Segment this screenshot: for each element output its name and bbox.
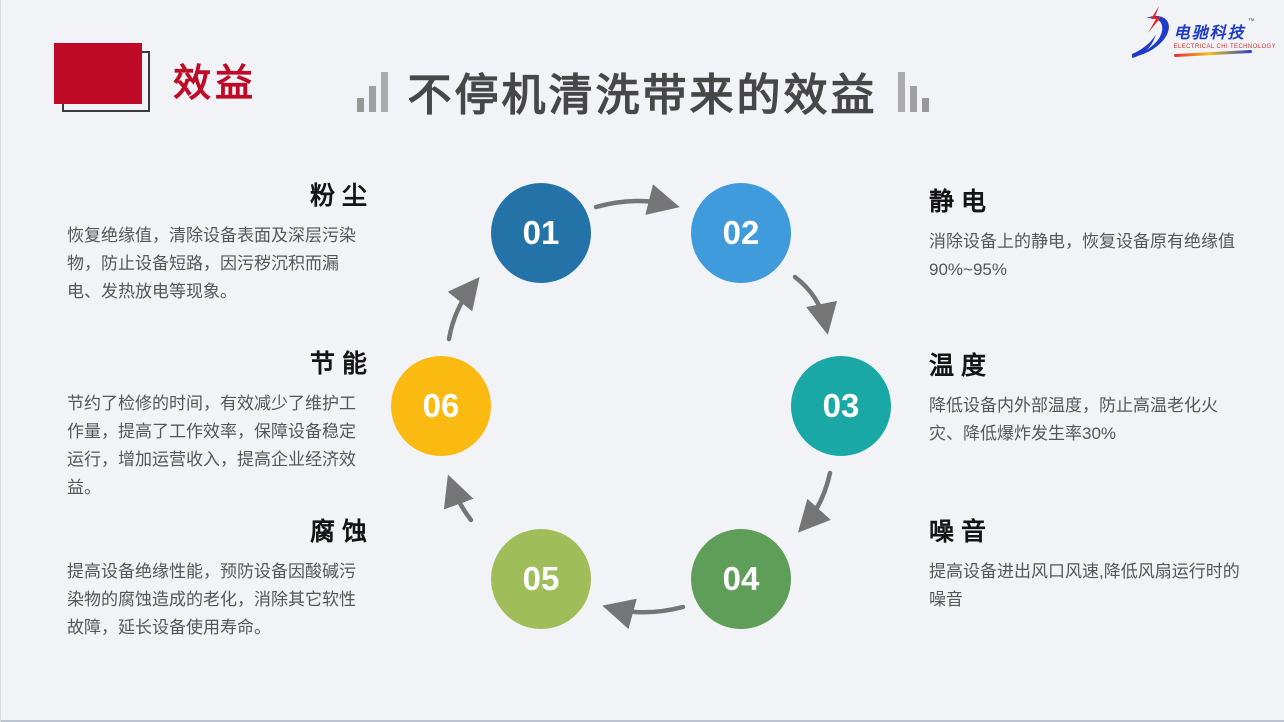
- section-dust-heading: 粉尘: [309, 182, 374, 210]
- section-temperature: 温度 降低设备内外部温度，防止高温老化火灾、降低爆炸发生率30%: [929, 346, 1241, 448]
- section-static-body: 消除设备上的静电，恢复设备原有绝缘值90%~95%: [929, 232, 1235, 279]
- arrow-05-06: [443, 474, 474, 523]
- title-bars-left-icon: [356, 72, 388, 120]
- company-logo: 电驰科技 ™ ELECTRICAL CHI TECHNOLOGY: [1128, 4, 1276, 62]
- title-bars-right-icon: [897, 72, 929, 120]
- arrow-03-04: [797, 470, 833, 533]
- title-row: 不停机清洗带来的效益: [1, 71, 1284, 120]
- slide-bottom-edge: [1, 720, 1284, 722]
- section-noise-heading: 噪音: [929, 518, 994, 546]
- slide-tag-label: 效益: [173, 63, 258, 105]
- section-dust-body: 恢复绝缘值，清除设备表面及深层污染物，防止设备短路，因污秽沉积而漏电、发热放电等…: [67, 226, 356, 301]
- section-corrosion-heading: 腐蚀: [309, 518, 374, 546]
- section-energy-heading: 节能: [309, 350, 374, 378]
- section-energy: 节能 节约了检修的时间，有效减少了维护工作量，提高了工作效率，保障设备稳定运行，…: [67, 344, 367, 502]
- section-static: 静电 消除设备上的静电，恢复设备原有绝缘值90%~95%: [929, 182, 1241, 284]
- cycle-diagram: 01 02 03 04 05 06: [371, 165, 911, 665]
- section-static-heading: 静电: [929, 188, 994, 216]
- logo-text-block: 电驰科技 ™ ELECTRICAL CHI TECHNOLOGY: [1173, 18, 1276, 58]
- arrow-04-05: [602, 598, 686, 630]
- cycle-step-01: 01: [491, 183, 591, 283]
- section-noise: 噪音 提高设备进出风口风速,降低风扇运行时的噪音: [929, 512, 1241, 614]
- cycle-step-02: 02: [691, 183, 791, 283]
- logo-subtitle: ELECTRICAL CHI TECHNOLOGY: [1173, 44, 1276, 50]
- logo-tm: ™: [1247, 18, 1255, 25]
- cycle-step-04: 04: [691, 529, 791, 629]
- logo-swoosh-icon: [1131, 6, 1169, 58]
- cycle-step-05: 05: [491, 529, 591, 629]
- cycle-step-03: 03: [791, 356, 891, 456]
- arrow-06-01: [446, 276, 480, 342]
- cycle-arrows: [443, 184, 838, 630]
- section-noise-body: 提高设备进出风口风速,降低风扇运行时的噪音: [929, 562, 1240, 609]
- logo-underline: [1173, 49, 1252, 58]
- slide-title: 不停机清洗带来的效益: [407, 71, 878, 120]
- section-energy-body: 节约了检修的时间，有效减少了维护工作量，提高了工作效率，保障设备稳定运行，增加运…: [67, 394, 356, 497]
- section-dust: 粉尘 恢复绝缘值，清除设备表面及深层污染物，防止设备短路，因污秽沉积而漏电、发热…: [67, 176, 367, 306]
- section-temperature-heading: 温度: [929, 352, 994, 380]
- arrow-01-02: [593, 184, 680, 215]
- cycle-step-06: 06: [391, 356, 491, 456]
- tag-red-box: [54, 43, 142, 104]
- arrow-02-03: [792, 274, 838, 335]
- section-corrosion: 腐蚀 提高设备绝缘性能，预防设备因酸碱污染物的腐蚀造成的老化，消除其它软性故障，…: [67, 512, 367, 642]
- section-temperature-body: 降低设备内外部温度，防止高温老化火灾、降低爆炸发生率30%: [929, 396, 1218, 443]
- section-corrosion-body: 提高设备绝缘性能，预防设备因酸碱污染物的腐蚀造成的老化，消除其它软性故障，延长设…: [67, 562, 356, 637]
- logo-name: 电驰科技: [1173, 25, 1246, 42]
